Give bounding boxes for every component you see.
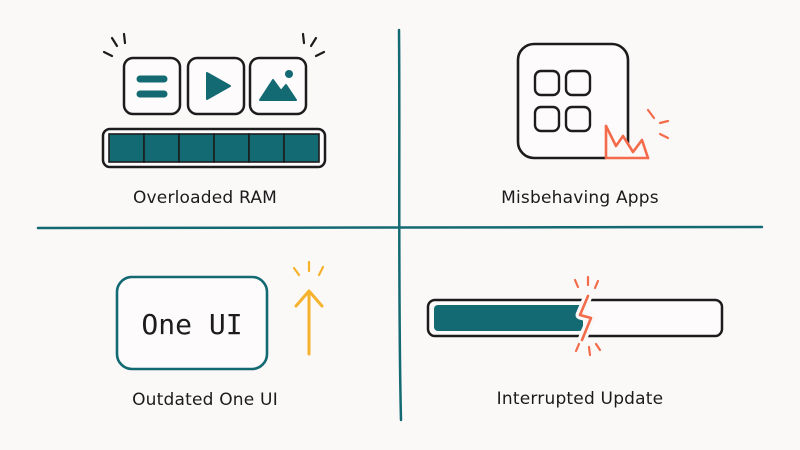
ram-bar-segment [108,133,145,163]
alert-spark-marks [646,108,670,140]
horizontal-divider [36,225,764,230]
left-spark-marks [102,32,127,58]
right-spark-marks [301,32,326,58]
apps-illustration [516,42,670,160]
oneui-box [115,275,269,371]
image-icon [259,70,297,101]
ram-illustration [101,32,327,169]
ram-bar-segment [283,133,320,163]
lightning-crack-icon [604,124,650,160]
caption-misbehaving-apps: Misbehaving Apps [501,188,659,208]
oneui-box-label: One UI [141,308,242,341]
play-icon [206,72,231,100]
ram-bar-segments [108,133,320,163]
up-arrow-icon [294,289,324,356]
ram-bar-segment [248,133,285,163]
caption-outdated-oneui: Outdated One UI [132,390,278,410]
phone-frame [516,42,630,160]
vertical-divider [397,28,403,422]
update-bar-fill [434,305,583,331]
lightning-break-icon [575,291,596,345]
oneui-illustration: One UI [115,260,325,371]
ram-bar-segment [143,133,180,163]
tile-menu [122,56,182,116]
arrow-spark-marks [292,260,325,277]
update-illustration [426,275,724,357]
ram-bar-segment [178,133,215,163]
app-grid-icon [533,69,592,133]
ram-bar-segment [213,133,250,163]
caption-interrupted-update: Interrupted Update [496,389,664,409]
caption-overloaded-ram: Overloaded RAM [132,188,278,208]
break-spark-marks [573,275,602,357]
menu-lines-icon [136,75,168,98]
